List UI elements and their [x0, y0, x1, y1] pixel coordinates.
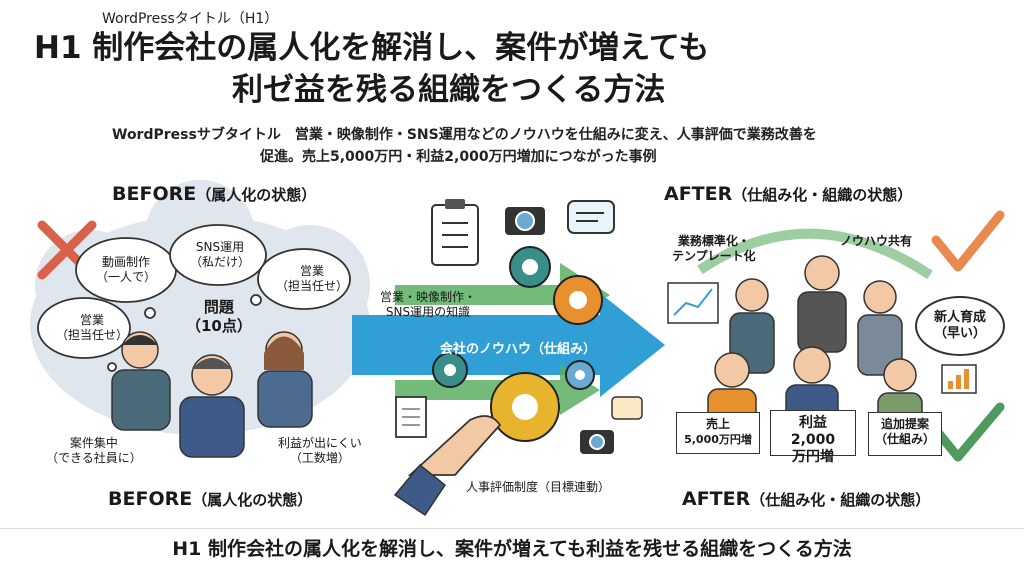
subtitle-line-2: 促進。売上5,000万円・利益2,000万円増加につながった事例 [260, 149, 657, 165]
arrow-label: 会社のノウハウ（仕組み） [440, 342, 597, 357]
growth-chart-icon [667, 282, 977, 394]
clipboard-icon [431, 199, 479, 266]
chat-icon-small [611, 396, 643, 420]
note-low-profit: 利益が出にくい（工数増） [278, 436, 362, 465]
after-heading-top: AFTER（仕組み化・組織の状態） [664, 183, 913, 205]
camera-icon-small [580, 430, 614, 454]
thought-bubbles [37, 224, 351, 372]
subtitle: WordPressサブタイトル 営業・映像制作・SNS運用などのノウハウを仕組み… [112, 124, 932, 168]
label-knowhow-share: ノウハウ共有 [840, 234, 913, 248]
hand-icon [393, 415, 502, 517]
footer-title: H1 制作会社の属人化を解消し、案件が増えても利益を残せる組織をつくる方法 [172, 538, 852, 560]
bubble-sales-left: 営業（担当任せ） [56, 313, 129, 342]
problem-label: 問題（10点） [186, 298, 252, 335]
label-standardization: 業務標準化・テンプレート化 [672, 234, 756, 263]
note-concentration: 案件集中（できる社員に） [46, 436, 142, 465]
illustration [30, 180, 1005, 517]
bubble-video: 動画制作（一人で） [96, 255, 157, 284]
sign-proposal: 追加提案（仕組み） [868, 412, 942, 456]
worried-people [111, 331, 313, 458]
document-icon [395, 396, 427, 438]
footer-bar [0, 528, 1024, 573]
wp-title-label: WordPressタイトル（H1） [102, 11, 279, 27]
gear-icon [432, 246, 603, 442]
before-heading-bottom: BEFORE（属人化の状態） [108, 488, 313, 510]
camera-icon [505, 207, 545, 235]
bubble-training: 新人育成（早い） [915, 296, 1005, 356]
knowledge-label: 営業・映像制作・SNS運用の知識 [380, 290, 477, 319]
title-line-2: 利ゼ益を残る組織をつくる方法 [232, 72, 666, 108]
title-line-1: H1 制作会社の属人化を解消し、案件が増えても [34, 30, 710, 66]
before-heading-top: BEFORE（属人化の状態） [112, 183, 317, 205]
after-heading-bottom: AFTER（仕組み化・組織の状態） [682, 488, 931, 510]
chat-icon [567, 200, 615, 234]
bubble-sales-right: 営業（担当任せ） [276, 264, 349, 293]
bubble-sns: SNS運用（私だけ） [190, 240, 251, 269]
hr-system-label: 人事評価制度（目標連動） [466, 480, 611, 494]
check-icon [931, 210, 1005, 462]
subtitle-line-1: WordPressサブタイトル 営業・映像制作・SNS運用などのノウハウを仕組み… [112, 127, 817, 143]
